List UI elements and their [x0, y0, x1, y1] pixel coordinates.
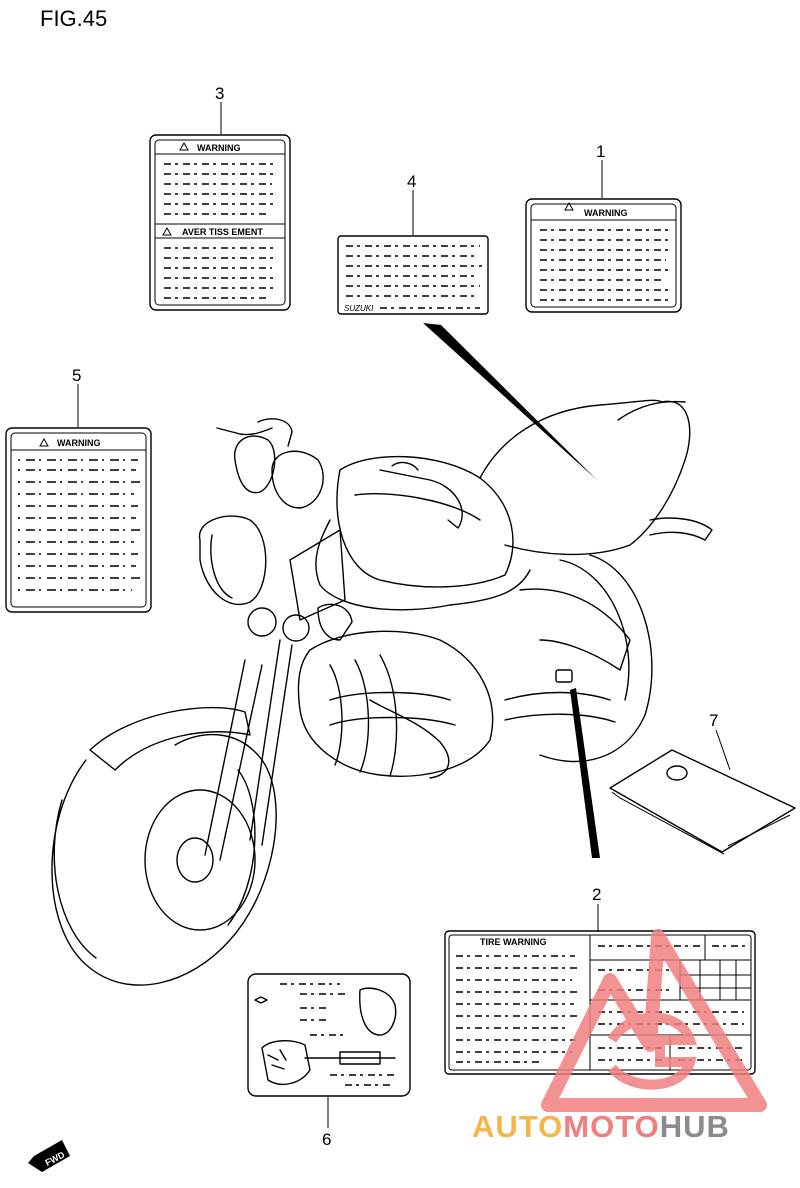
- callout-5: 5: [72, 366, 81, 385]
- callout-4: 4: [407, 172, 416, 191]
- callout-1: 1: [596, 142, 605, 161]
- warning-triangle-icon: [564, 201, 574, 211]
- watermark-triangle-icon: [541, 929, 767, 1112]
- label-3-warning-text: WARNING: [197, 143, 241, 153]
- label-1: WARNING: [525, 160, 682, 313]
- callout-2: 2: [592, 885, 601, 904]
- figure-title: FIG.45: [40, 6, 107, 31]
- label-3-aver-text: AVER TISS EMENT: [182, 227, 263, 237]
- callout-3: 3: [215, 84, 224, 103]
- watermark-part-auto: AUTO: [472, 1109, 563, 1144]
- watermark-text: AUTOMOTOHUB: [472, 1109, 730, 1144]
- watermark-part-hub: HUB: [660, 1109, 730, 1144]
- warning-triangle-icon: [39, 437, 49, 447]
- label-6: [247, 973, 411, 1128]
- warning-triangle-icon: [162, 226, 172, 236]
- label-3: WARNING AVER TISS EMENT: [149, 102, 291, 311]
- callout-7: 7: [709, 711, 718, 730]
- item-7-envelope: [609, 729, 796, 855]
- label-4: SUZUKI: [337, 190, 489, 315]
- callout-numbers: 1 2 3 4 5 6 7: [72, 84, 718, 1149]
- motorcycle-drawing: [51, 399, 713, 986]
- warning-triangle-icon: [179, 141, 189, 151]
- fwd-arrow-icon: FWD: [28, 1140, 70, 1172]
- watermark-part-moto: MOTO: [563, 1109, 659, 1144]
- pointer-wedges: [423, 323, 600, 858]
- watermark-logo: [541, 929, 767, 1112]
- label-1-warning-text: WARNING: [584, 208, 628, 218]
- label-2-title: TIRE WARNING: [480, 937, 547, 947]
- label-4-brand: SUZUKI: [344, 304, 374, 313]
- label-5-warning-text: WARNING: [57, 438, 101, 448]
- callout-6: 6: [322, 1130, 331, 1149]
- label-5: WARNING: [5, 384, 152, 613]
